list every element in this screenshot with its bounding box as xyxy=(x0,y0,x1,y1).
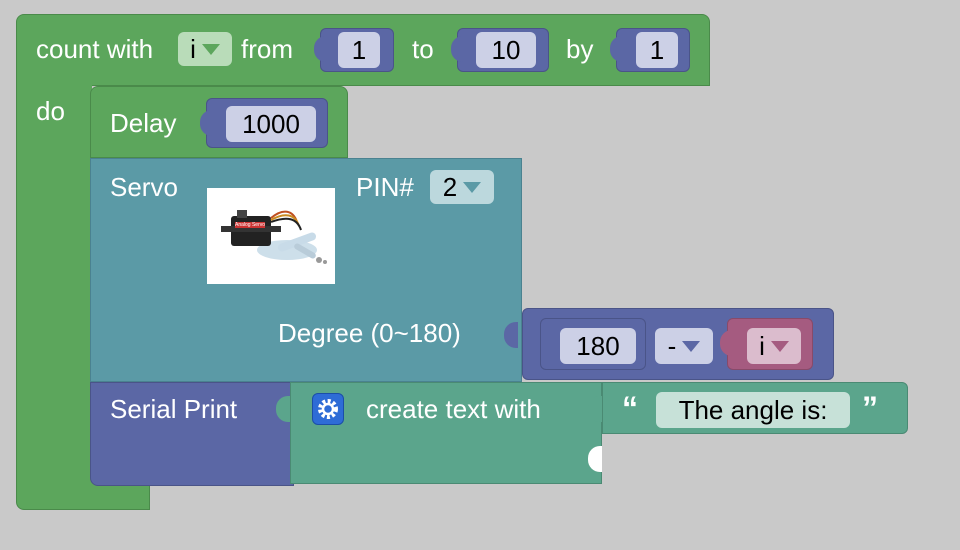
connector-notch xyxy=(720,330,734,356)
connector-notch xyxy=(200,110,214,136)
chevron-down-icon xyxy=(463,181,482,193)
by-value-field[interactable]: 1 xyxy=(636,32,678,68)
connector-notch xyxy=(451,36,465,62)
text-string-field[interactable]: The angle is: xyxy=(656,392,850,428)
from-value-field[interactable]: 1 xyxy=(338,32,380,68)
connector-notch xyxy=(276,396,290,422)
delay-label: Delay xyxy=(110,108,177,138)
pin-value: 2 xyxy=(442,172,458,202)
delay-value-field[interactable]: 1000 xyxy=(226,106,316,142)
math-operator: - xyxy=(667,331,677,361)
loop-variable-dropdown[interactable]: i xyxy=(178,32,232,66)
pin-label: PIN# xyxy=(356,172,414,202)
to-value-field[interactable]: 10 xyxy=(476,32,536,68)
servo-label: Servo xyxy=(110,172,178,202)
pin-dropdown[interactable]: 2 xyxy=(430,170,494,204)
to-label: to xyxy=(412,34,434,64)
by-label: by xyxy=(566,34,594,64)
math-operator-dropdown[interactable]: - xyxy=(655,328,713,364)
servo-image-caption: Analog Servo xyxy=(235,222,266,228)
count-with-block-footer xyxy=(16,482,150,510)
connector-notch xyxy=(314,36,328,62)
do-label: do xyxy=(36,96,65,126)
chevron-down-icon xyxy=(682,340,701,352)
serial-print-label: Serial Print xyxy=(110,394,238,424)
servo-motor-image: Analog Servo xyxy=(207,188,335,284)
create-text-with-label: create text with xyxy=(366,394,541,424)
from-label: from xyxy=(241,34,293,64)
chevron-down-icon xyxy=(770,340,789,352)
serial-print-block[interactable] xyxy=(90,382,294,486)
connector-notch xyxy=(504,322,518,348)
variable-i-name: i xyxy=(759,331,765,361)
count-with-block-spine xyxy=(16,84,92,484)
servo-illustration xyxy=(221,210,327,264)
connector-notch xyxy=(588,446,602,472)
count-with-label: count with xyxy=(36,34,154,64)
chevron-down-icon xyxy=(201,43,220,55)
gear-icon[interactable] xyxy=(312,393,344,425)
degree-label: Degree (0~180) xyxy=(278,318,461,348)
connector-notch xyxy=(610,36,624,62)
math-left-number-field[interactable]: 180 xyxy=(560,328,636,364)
loop-variable-name: i xyxy=(190,34,196,64)
variable-i-dropdown[interactable]: i xyxy=(747,328,801,364)
quote-open: “ xyxy=(622,390,638,426)
connector-notch xyxy=(588,396,602,422)
quote-close: ” xyxy=(862,390,878,426)
gear-icon-glyph xyxy=(318,399,338,419)
